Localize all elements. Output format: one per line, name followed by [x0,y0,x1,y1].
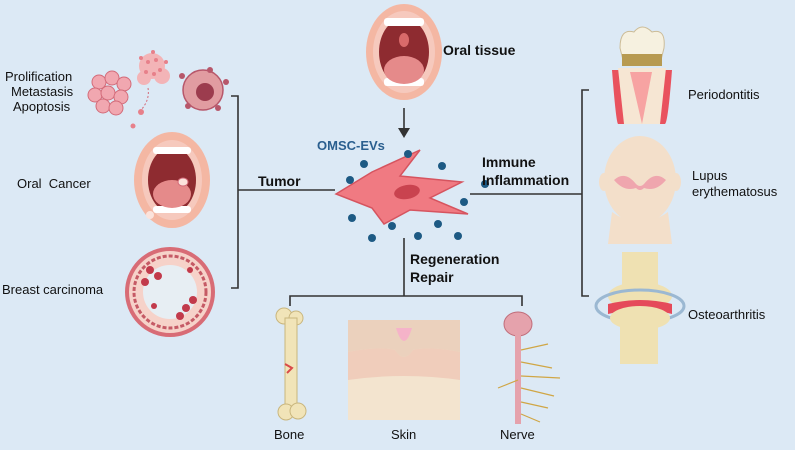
osteoarthritis-knee-icon [594,252,686,364]
bone-label: Bone [274,427,305,442]
msc-cell-icon [334,149,469,225]
regen-bracket [289,295,523,306]
oral-cancer-mouth-icon [134,132,210,228]
breast-carcinoma-icon [125,247,215,337]
nerve-label: Nerve [500,427,535,442]
periodontitis-label: Periodontitis [688,87,760,102]
regen-branch-label-1: Regeneration [410,251,500,267]
metastasis-label: Metastasis [11,84,74,99]
connector-lines [231,89,589,306]
osteoarthritis-label: Osteoarthritis [688,307,766,322]
skin-label: Skin [391,427,417,442]
apoptosis-label: Apoptosis [13,99,71,114]
immune-bracket [581,89,589,297]
nerve-icon [497,311,561,424]
cancer-cells-icon [87,50,229,129]
breast-carcinoma-label: Breast carcinoma [2,282,104,297]
omsc-evs-label: OMSC-EVs [317,138,385,153]
lupus-face-icon [599,136,681,244]
down-arrow-icon [398,128,410,138]
oral-cancer-label: Oral Cancer [17,176,91,191]
lupus-label-1: Lupus [692,168,728,183]
bone-icon [275,307,307,421]
tumor-bracket [231,95,239,289]
oral-tissue-mouth-icon [366,4,442,100]
regen-branch-label-2: Repair [410,269,454,285]
immune-branch-label-2: Inflammation [482,172,570,188]
vesicle-dots [346,150,489,242]
skin-icon [348,320,460,420]
immune-branch-label-1: Immune [482,154,536,170]
periodontitis-tooth-icon [612,26,672,124]
proliferation-label: Prolification [5,69,73,84]
tumor-branch-label: Tumor [258,173,301,189]
lupus-label-2: erythematosus [692,184,778,199]
oral-tissue-label: Oral tissue [443,42,516,58]
